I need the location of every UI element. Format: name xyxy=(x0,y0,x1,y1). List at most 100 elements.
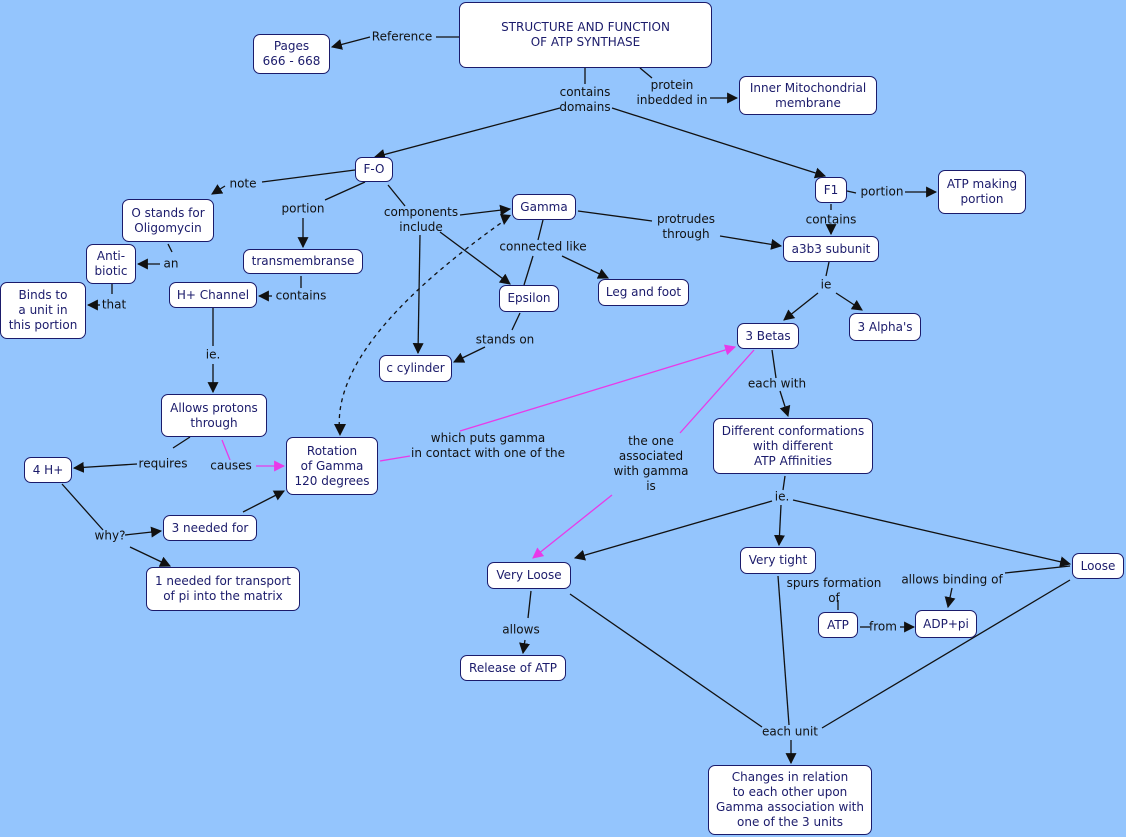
node-transmembrane[interactable]: transmembranse xyxy=(243,249,363,274)
connector-line xyxy=(527,590,532,619)
connector-line xyxy=(782,475,786,491)
connector-line xyxy=(459,344,737,432)
connector-line xyxy=(774,504,785,547)
link-protrudes: protrudes through xyxy=(656,212,716,241)
link-reference: Reference xyxy=(371,29,433,44)
connector-line xyxy=(242,490,285,513)
node-allows-protons[interactable]: Allows protons through xyxy=(161,394,267,437)
node-very-tight[interactable]: Very tight xyxy=(740,547,816,574)
connector-line xyxy=(944,587,956,609)
connector-line xyxy=(129,546,171,567)
connector-line xyxy=(387,184,406,207)
node-c-cylinder[interactable]: c cylinder xyxy=(379,355,452,382)
link-allows-release: allows xyxy=(502,622,540,637)
node-binds[interactable]: Binds to a unit in this portion xyxy=(0,282,86,339)
connector-line xyxy=(792,499,1072,568)
link-puts-gamma: which puts gamma in contact with one of … xyxy=(411,431,565,460)
link-protein-inbedded: protein inbedded in xyxy=(636,78,708,107)
link-stands-on: stands on xyxy=(475,332,535,347)
link-from: from xyxy=(869,619,897,634)
node-atp[interactable]: ATP xyxy=(818,612,858,638)
node-inner-membrane[interactable]: Inner Mitochondrial membrane xyxy=(739,76,877,115)
node-rotation[interactable]: Rotation of Gamma 120 degrees xyxy=(286,437,378,495)
node-3-betas[interactable]: 3 Betas xyxy=(737,323,799,349)
connector-line xyxy=(412,234,424,355)
connector-line xyxy=(324,181,366,201)
dashed-connector xyxy=(338,217,509,435)
node-root[interactable]: STRUCTURE AND FUNCTION OF ATP SYNTHASE xyxy=(459,2,712,68)
connector-line xyxy=(61,483,104,531)
connector-line xyxy=(777,575,790,726)
connector-line xyxy=(1004,565,1071,574)
node-release-atp[interactable]: Release of ATP xyxy=(460,655,566,681)
connector-line xyxy=(221,439,231,461)
connector-line xyxy=(172,436,191,449)
node-antibiotic[interactable]: Anti- biotic xyxy=(86,244,136,284)
link-requires: requires xyxy=(138,456,188,471)
node-1-needed[interactable]: 1 needed for transport of pi into the ma… xyxy=(146,567,300,611)
link-contains-domains: contains domains xyxy=(559,85,611,114)
connector-line xyxy=(459,204,512,216)
node-pages[interactable]: Pages 666 - 668 xyxy=(253,34,330,74)
connector-line xyxy=(330,36,371,50)
connector-line xyxy=(519,639,530,655)
connector-line xyxy=(124,526,163,538)
link-why: why? xyxy=(94,528,126,543)
connector-line xyxy=(373,107,561,160)
connector-line xyxy=(379,455,411,462)
link-binding: allows binding of xyxy=(901,572,1003,587)
node-changes[interactable]: Changes in relation to each other upon G… xyxy=(708,765,872,835)
connector-line xyxy=(453,346,486,363)
node-different-conformations[interactable]: Different conformations with different A… xyxy=(713,418,873,474)
node-epsilon[interactable]: Epsilon xyxy=(499,285,559,312)
node-o-stands[interactable]: O stands for Oligomycin xyxy=(122,199,214,242)
connector-line xyxy=(771,349,777,379)
connector-line xyxy=(639,67,653,79)
connector-line xyxy=(261,169,356,183)
link-contains-tm: contains xyxy=(275,288,327,303)
link-ie-diff: ie. xyxy=(774,489,790,504)
link-an: an xyxy=(163,256,179,271)
connector-line xyxy=(439,231,511,285)
link-note: note xyxy=(229,176,257,191)
node-atp-making[interactable]: ATP making portion xyxy=(938,170,1026,214)
connector-line xyxy=(577,210,653,222)
node-h-channel[interactable]: H+ Channel xyxy=(169,282,257,308)
link-the-one: the one associated with gamma is xyxy=(613,434,689,493)
node-a3b3[interactable]: a3b3 subunit xyxy=(783,236,879,262)
connector-line xyxy=(821,579,1071,729)
node-loose[interactable]: Loose xyxy=(1072,553,1124,579)
connector-line xyxy=(679,349,755,434)
link-portion-fo: portion xyxy=(281,201,325,216)
connector-line xyxy=(825,261,830,277)
link-that: that xyxy=(101,297,127,312)
connector-line xyxy=(211,184,226,195)
link-ie-a3b3: ie xyxy=(820,277,832,292)
connector-line xyxy=(569,593,763,728)
connector-line xyxy=(532,494,613,559)
node-fo[interactable]: F-O xyxy=(355,157,393,182)
link-each-with: each with xyxy=(747,376,807,391)
connector-line xyxy=(835,292,863,311)
node-3-alphas[interactable]: 3 Alpha's xyxy=(849,313,921,341)
node-adp-pi[interactable]: ADP+pi xyxy=(915,610,977,638)
node-4h[interactable]: 4 H+ xyxy=(24,457,72,483)
connector-line xyxy=(779,390,791,418)
connector-line xyxy=(783,292,819,321)
connector-line xyxy=(719,235,783,250)
connector-line xyxy=(573,500,773,561)
connector-line xyxy=(523,255,534,286)
node-very-loose[interactable]: Very Loose xyxy=(487,562,571,589)
node-f1[interactable]: F1 xyxy=(815,177,847,203)
connector-line xyxy=(846,190,857,194)
arrowhead xyxy=(500,214,511,225)
link-contains-f1: contains xyxy=(805,212,857,227)
link-components: components include xyxy=(383,205,459,234)
node-3-needed[interactable]: 3 needed for xyxy=(163,515,257,541)
connector-line xyxy=(561,255,609,279)
link-ie-hchannel: ie. xyxy=(205,347,221,362)
connector-line xyxy=(511,312,521,331)
node-leg-foot[interactable]: Leg and foot xyxy=(598,279,689,306)
node-gamma[interactable]: Gamma xyxy=(512,194,576,220)
